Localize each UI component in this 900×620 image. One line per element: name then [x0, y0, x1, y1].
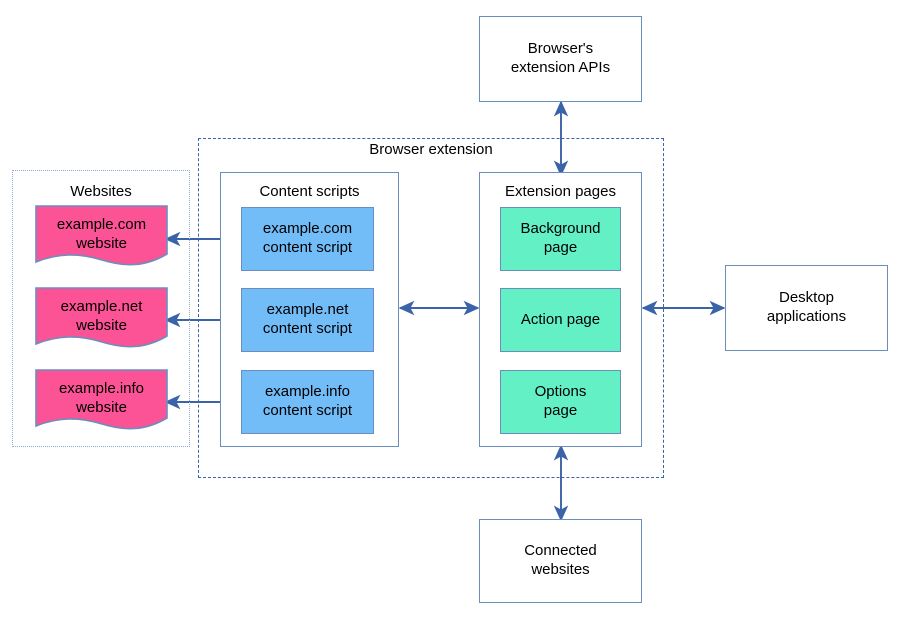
node-content-script-example-net[interactable]: example.net content script	[241, 288, 374, 352]
node-website-example-net[interactable]: example.net website	[35, 287, 168, 351]
node-content-script-example-com[interactable]: example.com content script	[241, 207, 374, 271]
container-websites	[12, 170, 190, 447]
container-browser-extension	[198, 138, 664, 478]
node-desktop-applications[interactable]: Desktop applications	[725, 265, 888, 351]
container-content-scripts-label: Content scripts	[259, 183, 360, 200]
container-extension-pages-label: Extension pages	[505, 183, 616, 200]
node-background-page[interactable]: Background page	[500, 207, 621, 271]
node-content-script-example-info[interactable]: example.info content script	[241, 370, 374, 434]
container-websites-label: Websites	[70, 183, 132, 200]
node-website-example-info[interactable]: example.info website	[35, 369, 168, 433]
node-action-page[interactable]: Action page	[500, 288, 621, 352]
node-options-page[interactable]: Options page	[500, 370, 621, 434]
node-browser-extension-apis[interactable]: Browser's extension APIs	[479, 16, 642, 102]
node-connected-websites[interactable]: Connected websites	[479, 519, 642, 603]
container-browser-extension-label: Browser extension	[369, 141, 493, 158]
node-website-example-com[interactable]: example.com website	[35, 205, 168, 269]
